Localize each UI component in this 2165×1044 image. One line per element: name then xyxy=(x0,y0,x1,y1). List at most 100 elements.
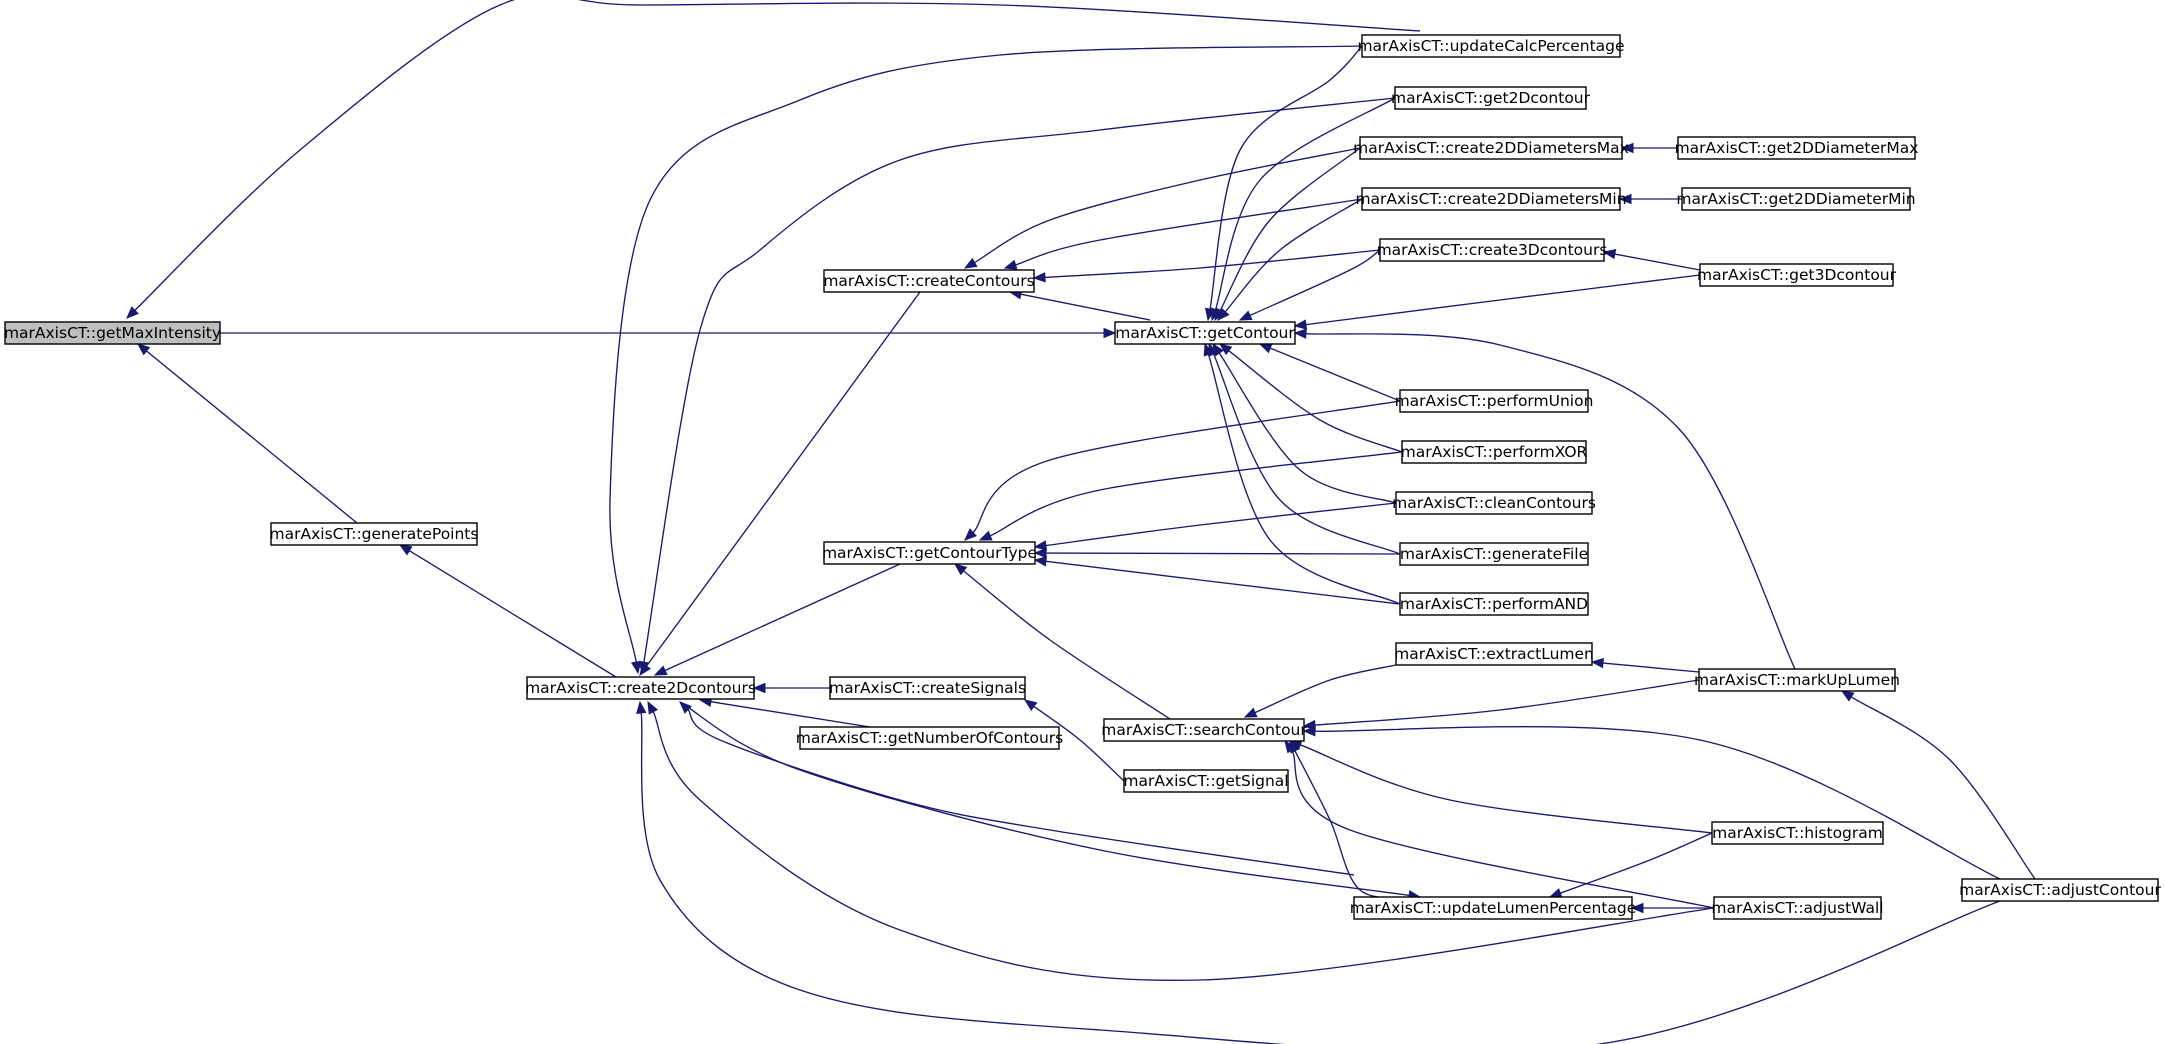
edge-line xyxy=(1214,97,1396,310)
node-box xyxy=(1359,136,1623,160)
node-label: marAxisCT::get2Dcontour xyxy=(1391,89,1591,107)
edge-get3-dcontour-to-get-contour xyxy=(1293,274,1701,330)
node-box xyxy=(1353,896,1633,920)
arrowhead xyxy=(1620,142,1634,154)
edge-line xyxy=(1290,749,1715,909)
edge-create2-d-diameters-min-to-create-contours xyxy=(1003,198,1363,270)
node-update-lumen-percentage[interactable]: marAxisCT::updateLumenPercentage xyxy=(1350,896,1637,920)
node-label: marAxisCT::generatePoints xyxy=(270,525,479,543)
edge-line xyxy=(1305,332,1796,670)
node-search-contour[interactable]: marAxisCT::searchContour xyxy=(1101,718,1307,742)
node-box xyxy=(1395,642,1593,666)
arrowhead xyxy=(1033,540,1048,551)
arrowhead xyxy=(1548,888,1563,898)
node-label: marAxisCT::performUnion xyxy=(1395,392,1594,410)
edge-line xyxy=(652,711,1715,982)
node-histogram[interactable]: marAxisCT::histogram xyxy=(1711,821,1884,845)
edge-histogram-to-search-contour xyxy=(1288,740,1713,834)
edge-line xyxy=(1228,350,1403,453)
arrowhead xyxy=(636,700,647,715)
edge-adjust-wall-to-update-lumen-percentage xyxy=(1630,902,1714,914)
edge-adjust-wall-to-create2-dcontours xyxy=(647,700,1715,982)
node-label: marAxisCT::get2DDiameterMin xyxy=(1676,190,1915,208)
edge-update-lumen-percentage-to-search-contour xyxy=(1289,739,1421,899)
edge-line xyxy=(1033,705,1125,782)
node-get-contour[interactable]: marAxisCT::getContour xyxy=(1114,321,1296,345)
edge-line xyxy=(1224,198,1363,313)
node-label: marAxisCT::updateLumenPercentage xyxy=(1350,899,1637,917)
node-label: marAxisCT::updateCalcPercentage xyxy=(1357,37,1624,55)
edge-create3-dcontours-to-get-contour xyxy=(1238,249,1381,321)
arrowhead xyxy=(1293,319,1308,330)
arrowhead xyxy=(1023,699,1038,712)
node-extract-lumen[interactable]: marAxisCT::extractLumen xyxy=(1394,642,1594,666)
node-create-signals[interactable]: marAxisCT::createSignals xyxy=(829,676,1026,700)
arrowhead xyxy=(752,682,766,694)
arrowhead xyxy=(1618,193,1632,205)
node-adjust-wall[interactable]: marAxisCT::adjustWall xyxy=(1711,896,1884,920)
edge-line xyxy=(989,451,1403,537)
node-label: marAxisCT::markUpLumen xyxy=(1694,671,1900,689)
node-generate-file[interactable]: marAxisCT::generateFile xyxy=(1399,542,1589,566)
node-label: marAxisCT::getMaxIntensity xyxy=(4,324,221,342)
arrowhead xyxy=(1243,707,1258,718)
node-get2-d-diameter-max[interactable]: marAxisCT::get2DDiameterMax xyxy=(1675,136,1919,160)
node-box xyxy=(1394,86,1587,110)
node-get-max-intensity[interactable]: marAxisCT::getMaxIntensity xyxy=(4,321,221,345)
node-box xyxy=(823,541,1036,565)
edge-adjust-contour-to-mark-up-lumen xyxy=(1840,690,2036,880)
edge-line xyxy=(1044,249,1381,279)
node-box xyxy=(1399,389,1589,413)
node-label: marAxisCT::histogram xyxy=(1712,824,1883,842)
node-label: marAxisCT::getContourType xyxy=(822,544,1037,562)
node-update-calc-percentage[interactable]: marAxisCT::updateCalcPercentage xyxy=(1357,34,1625,58)
edge-get2-d-diameter-min-to-create2-d-diameters-min xyxy=(1618,193,1682,205)
node-label: marAxisCT::get2DDiameterMax xyxy=(1675,139,1919,157)
arrowhead xyxy=(1238,310,1253,321)
node-clean-contours[interactable]: marAxisCT::cleanContours xyxy=(1392,491,1596,515)
edge-histogram-to-update-lumen-percentage xyxy=(1548,832,1713,898)
node-create2-d-diameters-max[interactable]: marAxisCT::create2DDiametersMax xyxy=(1353,136,1629,160)
edge-create2-dcontours-to-generate-points xyxy=(398,544,617,678)
node-get2-d-diameter-min[interactable]: marAxisCT::get2DDiameterMin xyxy=(1676,187,1916,211)
node-get3-dcontour[interactable]: marAxisCT::get3Dcontour xyxy=(1697,263,1897,287)
node-mark-up-lumen[interactable]: marAxisCT::markUpLumen xyxy=(1694,668,1900,692)
node-get2-dcontour[interactable]: marAxisCT::get2Dcontour xyxy=(1391,86,1591,110)
node-layer: marAxisCT::getMaxIntensitymarAxisCT::gen… xyxy=(4,34,2161,920)
edge-line xyxy=(1314,679,1700,726)
edge-line xyxy=(1254,664,1397,714)
node-get-signal[interactable]: marAxisCT::getSignal xyxy=(1123,769,1289,793)
edge-mark-up-lumen-to-search-contour xyxy=(1302,679,1700,731)
edge-perform-and-to-get-contour-type xyxy=(1033,556,1401,605)
edge-line xyxy=(974,147,1361,264)
node-label: marAxisCT::createContours xyxy=(823,272,1034,290)
node-get-contour-type[interactable]: marAxisCT::getContourType xyxy=(822,541,1037,565)
arrowhead xyxy=(963,257,978,269)
arrowhead xyxy=(647,700,659,715)
arrowhead xyxy=(630,660,642,675)
node-create-contours[interactable]: marAxisCT::createContours xyxy=(823,269,1035,293)
node-perform-xor[interactable]: marAxisCT::performXOR xyxy=(1401,440,1588,464)
node-label: marAxisCT::generateFile xyxy=(1400,545,1588,563)
node-get-number-of-contours[interactable]: marAxisCT::getNumberOfContours xyxy=(796,726,1064,750)
node-box xyxy=(823,269,1035,293)
edge-line xyxy=(409,550,617,678)
node-create2-dcontours[interactable]: marAxisCT::create2Dcontours xyxy=(525,676,756,700)
node-label: marAxisCT::getContour xyxy=(1115,324,1295,342)
node-adjust-contour[interactable]: marAxisCT::adjustContour xyxy=(1959,878,2161,902)
edge-line xyxy=(679,701,1410,897)
edge-line xyxy=(1218,352,1397,504)
edge-line xyxy=(1209,45,1363,310)
node-perform-and[interactable]: marAxisCT::performAND xyxy=(1399,592,1589,616)
arrowhead xyxy=(1203,342,1214,357)
edge-line xyxy=(643,97,1396,663)
node-box xyxy=(1961,878,2159,902)
edge-create-signals-to-create2-dcontours xyxy=(752,682,830,694)
node-perform-union[interactable]: marAxisCT::performUnion xyxy=(1395,389,1594,413)
arrowhead xyxy=(679,701,692,714)
node-generate-points[interactable]: marAxisCT::generatePoints xyxy=(270,522,479,546)
node-label: marAxisCT::performXOR xyxy=(1401,443,1588,461)
node-create2-d-diameters-min[interactable]: marAxisCT::create2DDiametersMin xyxy=(1355,187,1627,211)
arrowhead xyxy=(1590,657,1604,669)
node-create3-dcontours[interactable]: marAxisCT::create3Dcontours xyxy=(1377,238,1608,262)
